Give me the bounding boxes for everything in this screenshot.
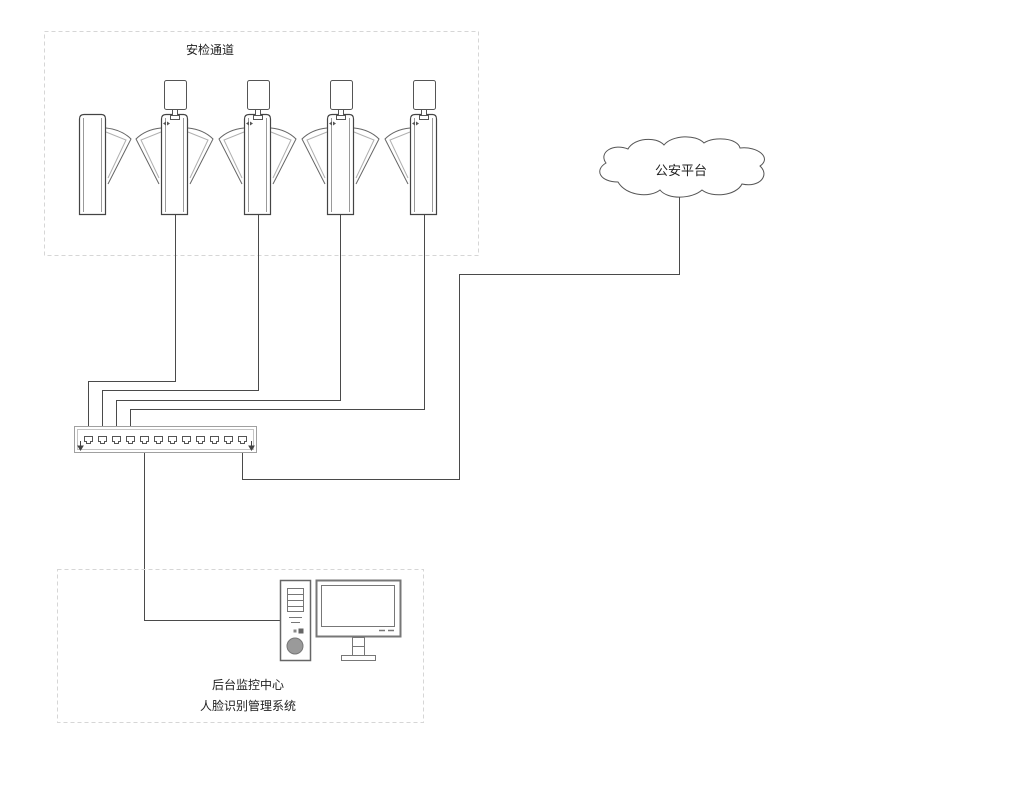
gate-flap-right-inner — [353, 131, 375, 179]
direction-indicator-icon — [246, 121, 253, 126]
switch-panel — [77, 429, 254, 450]
wire-gate-3-to-switch — [102, 214, 259, 437]
direction-indicator-icon — [412, 121, 419, 126]
switch-port-7 — [168, 436, 177, 444]
gate-pillar — [409, 113, 438, 216]
direction-indicator-icon — [329, 121, 336, 126]
switch-port-2 — [98, 436, 107, 444]
direction-indicator-icon — [163, 121, 170, 126]
wire-switch-to-platform — [242, 194, 680, 480]
gate-pillar — [326, 113, 355, 216]
switch-port-5 — [140, 436, 149, 444]
card-reader — [419, 115, 429, 120]
face-camera-icon — [247, 80, 270, 110]
switch-port-12 — [238, 436, 247, 444]
monitor-icon — [315, 579, 402, 661]
switch-right-arrow-icon — [248, 441, 255, 451]
card-reader — [170, 115, 180, 120]
monitor-base — [341, 655, 376, 661]
gate-flap-right-inner — [270, 131, 292, 179]
network-switch — [74, 426, 257, 453]
wire-gate-5-to-switch — [130, 214, 425, 437]
camera-mount — [421, 109, 427, 116]
pc-tower-icon — [279, 579, 312, 662]
gate-flap-left-inner — [223, 131, 245, 179]
switch-port-4 — [126, 436, 135, 444]
face-camera-icon — [164, 80, 187, 110]
gate-flap-left-inner — [389, 131, 411, 179]
turnstile-gate-4 — [301, 80, 380, 216]
monitoring-center-zone — [57, 569, 424, 723]
wire-gate-2-to-switch — [88, 214, 176, 437]
turnstile-gate-2 — [135, 80, 214, 216]
switch-port-6 — [154, 436, 163, 444]
card-reader — [253, 115, 263, 120]
switch-port-3 — [112, 436, 121, 444]
switch-port-11 — [224, 436, 233, 444]
platform-label: 公安平台 — [655, 163, 707, 178]
face-recognition-system-label: 人脸识别管理系统 — [200, 698, 296, 713]
wire-gate-4-to-switch — [116, 214, 341, 437]
face-camera-icon — [330, 80, 353, 110]
camera-mount — [172, 109, 178, 116]
pc-usb-port — [298, 628, 304, 634]
turnstile-gate-group — [78, 80, 438, 216]
switch-port-1 — [84, 436, 93, 444]
switch-port-8 — [182, 436, 191, 444]
turnstile-gate-5 — [384, 80, 438, 216]
turnstile-gate-1 — [78, 113, 132, 216]
wire-group — [88, 194, 680, 621]
gate-flap-left-inner — [306, 131, 328, 179]
camera-mount — [338, 109, 344, 116]
switch-port-group — [84, 436, 247, 444]
gate-flap-right-inner — [187, 131, 209, 179]
monitor-screen — [321, 585, 395, 627]
pc-indicator-light — [293, 629, 297, 633]
wire-switch-to-center — [144, 443, 281, 621]
card-reader — [336, 115, 346, 120]
gate-pillar — [243, 113, 272, 216]
switch-port-9 — [196, 436, 205, 444]
security-channel-zone — [44, 31, 479, 256]
gate-pillar — [160, 113, 189, 216]
switch-port-10 — [210, 436, 219, 444]
turnstile-gate-3 — [218, 80, 297, 216]
gate-flap-right-inner — [105, 131, 127, 179]
public-security-platform: 公安平台 — [599, 136, 765, 198]
switch-left-arrow-icon — [77, 441, 84, 451]
pc-power-button-icon — [286, 637, 304, 655]
gate-pillar — [78, 113, 107, 216]
gate-flap-left-inner — [140, 131, 162, 179]
camera-mount — [255, 109, 261, 116]
cloud-icon — [599, 136, 765, 198]
face-camera-icon — [413, 80, 436, 110]
monitoring-center-title: 后台监控中心 — [212, 677, 284, 692]
security-channel-title: 安检通道 — [186, 42, 234, 57]
